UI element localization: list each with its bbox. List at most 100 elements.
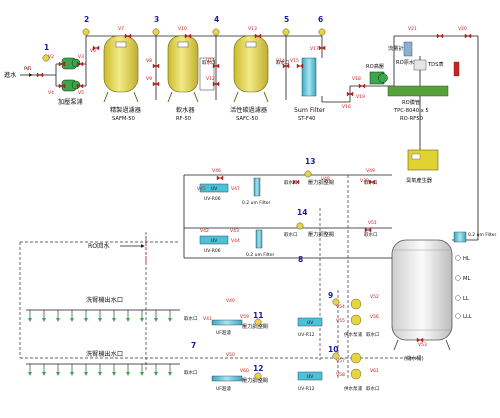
pump-impeller-icon [350,298,362,310]
valve-v6: V6 [90,48,96,54]
valve-v50: V50 [226,352,235,358]
uv-model-4: UV-R12 [298,386,315,392]
point-2: 2 [84,15,89,24]
valve-icon [184,33,192,39]
valve-icon [152,81,160,87]
outlet-nozzle-icon [70,372,74,376]
point-14: 14 [297,208,307,217]
valve-v51: V51 [368,220,377,226]
point-9: 9 [328,291,333,300]
ro-section: RO高壓 RO原水 流量計 TDS表 RO膜管 TPC-8040 x 5 RO-… [366,41,460,122]
valve-v41: V41 [203,316,212,322]
tds-meter-label: TDS表 [427,60,444,68]
sample-port-label: 取水口 [276,59,290,66]
outlet-nozzle-icon [98,372,102,376]
pressure-gauge-icon [82,28,90,36]
pressure-gauge-icon [254,372,262,380]
pressure-gauge-icon [282,28,290,36]
sample-port-label: 取水口 [366,331,380,338]
pressure-regulator-3: 壓力調整閥 [242,322,268,330]
uv-unit-3: UV UV-R12 [297,317,323,338]
level-ml: ML [463,276,470,282]
conductivity-probe-icon [453,61,460,77]
valve-v61: V61 [370,368,379,374]
valve-icon [318,45,326,51]
valve-labels: V1 V2 V3 V4 V5 V6 V7 V8 V9 V10 V11 V12 V… [26,26,467,378]
valve-icon [358,83,366,89]
pressure-gauge-icon [332,298,340,306]
valve-v2: V2 [48,54,54,60]
pump-impeller-icon [71,80,81,90]
filter-02-label-2: 0.2 um Filter [246,252,275,258]
valve-v9: V9 [146,76,152,82]
uf-1: UF超濾 [211,319,243,336]
valve-icon [368,179,376,185]
point-13: 13 [305,157,315,166]
brine-tank [199,57,215,91]
uv-text: UV [307,374,314,380]
flow-meter-label: 流量計 [388,44,404,52]
outlet-nozzle-icon [126,372,130,376]
valve-icon [36,72,44,78]
ro-membrane-spec: TPC-8040 x 5 [393,108,429,114]
pressure-gauge-icon [254,318,262,326]
sample-port-label: 取水口 [284,231,298,238]
outlet-nozzle-icon [56,318,60,322]
ro-membrane-name: RO膜管 [402,98,420,106]
valve-icon [436,33,444,39]
sand-filter: 精製過濾器 SAFM-50 [103,35,142,122]
valve-v46: V46 [212,168,221,174]
filter-02-label-1: 0.2 um Filter [242,200,271,206]
valve-v54: V54 [336,304,345,310]
main-pipeline [32,35,479,241]
pf-label-1: P.F [24,66,30,72]
level-ll: LL [463,296,469,302]
outlet-nozzle-icon [56,372,60,376]
valve-icon [92,45,100,51]
valve-v3: V3 [78,54,84,60]
uv-text: UV [307,320,314,326]
vent-filter-label: 0.2 um Filter [468,232,497,238]
valve-icon [124,33,132,39]
supply-pump-label-1: 供水泵浦 [344,331,362,338]
outlet-nozzle-icon [112,372,116,376]
washer-outlet-row-2: 洗腎機出水口 [26,350,180,365]
uf-label-2: UF超濾 [216,385,231,392]
outlet-nozzle-icon [168,372,172,376]
flow-meter-icon [403,41,413,57]
uv-model-3: UV-R12 [298,332,315,338]
valve-icon [416,337,424,343]
valve-v42: V42 [200,228,209,234]
sample-port-label: 取水口 [284,179,298,186]
pump-impeller-icon [350,352,362,364]
point-6: 6 [318,15,323,24]
filter-02-1: 0.2 um Filter [242,177,271,206]
micron-filter: 5um Filter ST-F40 [294,57,326,122]
valve-v7: V7 [118,26,124,32]
tds-meter-icon [413,59,427,71]
point-11: 11 [253,311,263,320]
pressure-gauge-icon [212,28,220,36]
control-head-icon [245,41,257,48]
ozone-generator-label: 臭氧產生器 [406,176,433,184]
storage-tank: (儲水桶) HL ML LL LLL 0.2 um Filter [391,231,497,362]
ro-raw-water-label: RO原水 [396,58,415,66]
washer-outlet-row-1: 洗腎機出水口 [26,296,180,311]
outlet-nozzle-icon [84,372,88,376]
micron-filter-name: 5um Filter [294,107,326,114]
valve-icon [152,63,160,69]
point-1: 1 [44,43,49,52]
pump-impeller-icon [71,58,81,68]
valve-icon [76,61,84,67]
valve-v21: V21 [408,26,417,32]
uv-unit-1: UV UV-R06 [199,183,229,202]
valve-v16: V16 [342,104,351,110]
filter-02-2: 0.2 um Filter [246,229,275,258]
control-head-icon [177,41,189,48]
uv-model-1: UV-R06 [204,196,221,202]
pressure-gauge-icon [332,352,340,360]
valve-v5: V5 [78,90,84,96]
outlet-nozzle-icon [42,372,46,376]
uv-unit-4: UV UV-R12 [297,371,323,392]
point-12: 12 [253,364,263,373]
